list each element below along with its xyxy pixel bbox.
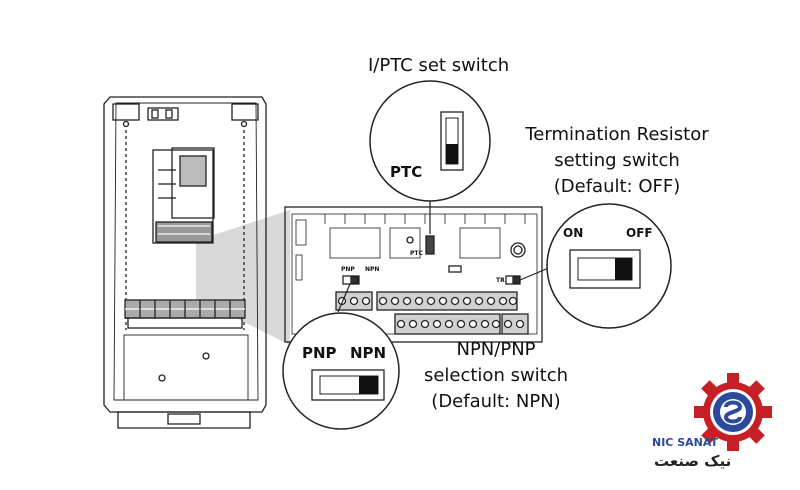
npn-pnp-title-line2: selection switch <box>423 365 569 386</box>
termination-title-line1: Termination Resistor <box>525 124 709 145</box>
npn-label: NPN <box>350 344 387 362</box>
ptc-label: PTC <box>390 163 423 181</box>
npn-pnp-title-line1: NPN/PNP <box>456 339 536 360</box>
termination-title-line3: (Default: OFF) <box>553 176 681 197</box>
callout-leaders <box>337 200 552 313</box>
inverter-device <box>103 96 267 429</box>
npn-pnp-callout <box>282 312 400 430</box>
on-label: ON <box>563 226 584 240</box>
board-ptc-label: PTC <box>410 250 423 257</box>
board-pnp-label: PNP <box>341 266 355 273</box>
nic-sanat-logo <box>694 373 772 451</box>
ptc-callout <box>369 80 491 202</box>
termination-title-line2: setting switch <box>554 150 680 171</box>
ptc-switch-title: I/PTC set switch <box>368 55 510 76</box>
npn-pnp-title-line3: (Default: NPN) <box>431 391 561 412</box>
pnp-label: PNP <box>302 344 337 362</box>
board-npn-label: NPN <box>365 266 380 273</box>
off-label: OFF <box>626 226 653 240</box>
board-detail <box>284 206 543 343</box>
logo-name-fa: نیک صنعت <box>654 452 732 470</box>
logo-name-en: NIC SANAT <box>652 436 719 449</box>
termination-callout <box>546 203 672 329</box>
board-tr-label: TR <box>496 277 505 284</box>
